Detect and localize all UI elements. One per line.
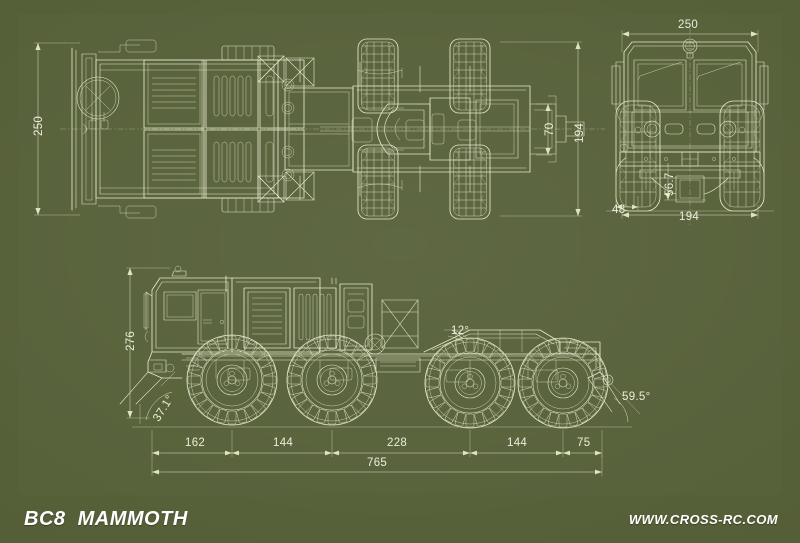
dim-front-offset-48	[615, 196, 639, 211]
dim-label-top-inner-track: 70	[544, 122, 556, 136]
dim-label-seg-5: 75	[577, 437, 591, 449]
dim-label-total-length: 765	[367, 457, 388, 469]
side-view-drawing	[119, 265, 632, 429]
dim-label-seg-4: 144	[507, 437, 528, 449]
dim-chain-side	[151, 430, 603, 457]
dim-front-track-194	[621, 205, 759, 219]
dim-top-inner-track-70	[536, 103, 552, 156]
dim-front-clearance-567	[664, 163, 706, 201]
dim-front-width-250	[621, 30, 759, 52]
angle-ramp-12	[444, 329, 476, 341]
dim-label-seg-2: 144	[273, 437, 294, 449]
dim-label-top-width: 250	[33, 115, 45, 136]
dim-label-seg-1: 162	[185, 437, 206, 449]
dim-side-height-276	[126, 267, 170, 419]
dim-label-departure-angle: 59.5°	[622, 391, 651, 403]
model-title: BC8 MAMMOTH	[24, 508, 188, 530]
dim-top-outer-track-194	[500, 41, 582, 217]
angle-approach-371	[139, 391, 173, 424]
dim-label-front-offset: 48	[612, 204, 626, 216]
dim-label-side-height: 276	[125, 330, 137, 351]
top-view-drawing	[60, 38, 605, 220]
dim-label-front-width: 250	[678, 19, 699, 31]
dim-label-ramp-angle: 12°	[451, 325, 470, 337]
dim-label-top-outer-track: 194	[574, 122, 586, 143]
dim-top-width-250	[34, 42, 80, 216]
dim-label-front-track: 194	[679, 211, 700, 223]
front-view-drawing	[606, 28, 774, 225]
dim-total-length-765	[151, 455, 603, 476]
side-view-wheels	[186, 334, 609, 429]
dim-label-front-clearance: 56.7	[664, 172, 676, 196]
website-url: WWW.CROSS-RC.COM	[628, 512, 778, 527]
dim-label-seg-3: 228	[387, 437, 408, 449]
